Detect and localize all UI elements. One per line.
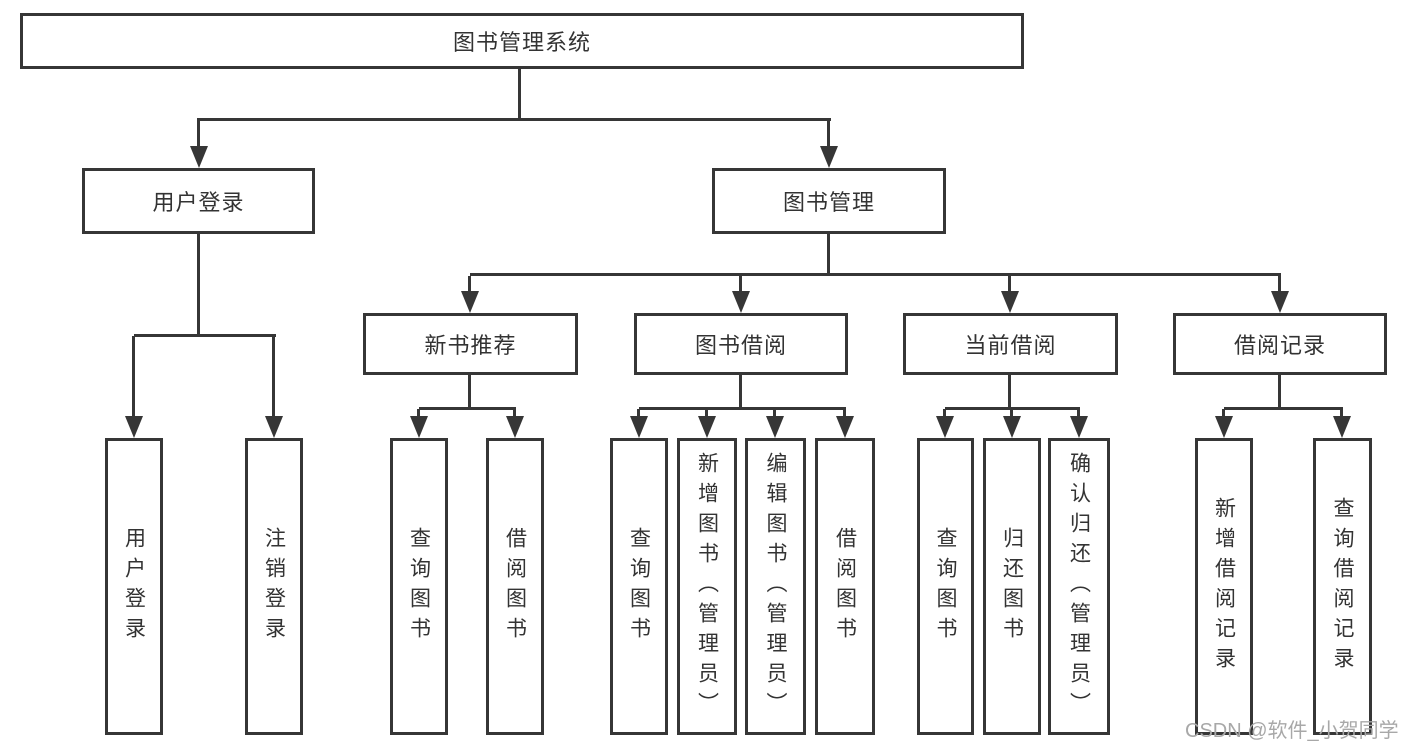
connector-line <box>134 334 276 337</box>
arrow-down-icon <box>698 416 716 438</box>
diagram-leaf-recommend-borrow-book: 借阅图书 <box>486 438 544 735</box>
diagram-leaf-query-borrow-record: 查询借阅记录 <box>1313 438 1372 735</box>
diagram-node-book-management: 图书管理 <box>712 168 946 234</box>
connector-line <box>272 336 275 416</box>
arrow-down-icon <box>461 291 479 313</box>
connector-line <box>197 234 200 336</box>
connector-line <box>1008 276 1011 292</box>
connector-line <box>739 375 742 409</box>
connector-line <box>417 409 420 418</box>
connector-line <box>1278 276 1281 292</box>
diagram-node-root: 图书管理系统 <box>20 13 1024 69</box>
arrow-down-icon <box>1215 416 1233 438</box>
diagram-node-new-book-recommend: 新书推荐 <box>363 313 578 375</box>
arrow-down-icon <box>265 416 283 438</box>
connector-line <box>197 118 831 121</box>
connector-line <box>1008 375 1011 409</box>
diagram-leaf-add-book-admin: 新增图书（管理员） <box>677 438 737 735</box>
connector-line <box>1077 409 1080 418</box>
arrow-down-icon <box>732 291 750 313</box>
diagram-leaf-add-borrow-record: 新增借阅记录 <box>1195 438 1253 735</box>
connector-line <box>513 409 516 418</box>
connector-line <box>518 69 521 121</box>
connector-line <box>1224 407 1343 410</box>
arrow-down-icon <box>190 146 208 168</box>
diagram-leaf-recommend-query-book: 查询图书 <box>390 438 448 735</box>
connector-line <box>827 234 830 275</box>
arrow-down-icon <box>766 416 784 438</box>
connector-line <box>1010 409 1013 418</box>
arrow-down-icon <box>630 416 648 438</box>
connector-line <box>197 118 200 148</box>
diagram-leaf-borrow-query-book: 查询图书 <box>610 438 668 735</box>
arrow-down-icon <box>1333 416 1351 438</box>
diagram-leaf-edit-book-admin: 编辑图书（管理员） <box>745 438 806 735</box>
connector-line <box>468 375 471 409</box>
connector-line <box>843 409 846 418</box>
connector-line <box>468 276 471 292</box>
arrow-down-icon <box>1271 291 1289 313</box>
diagram-node-current-borrow: 当前借阅 <box>903 313 1118 375</box>
diagram-leaf-borrow-book: 借阅图书 <box>815 438 875 735</box>
watermark: CSDN @软件_小贺同学 <box>1185 720 1399 742</box>
diagram-leaf-current-query-book: 查询图书 <box>917 438 974 735</box>
diagram-leaf-return-book: 归还图书 <box>983 438 1041 735</box>
arrow-down-icon <box>1001 291 1019 313</box>
connector-line <box>132 336 135 416</box>
diagram-node-book-borrow: 图书借阅 <box>634 313 848 375</box>
connector-line <box>739 276 742 292</box>
arrow-down-icon <box>125 416 143 438</box>
arrow-down-icon <box>1070 416 1088 438</box>
arrow-down-icon <box>410 416 428 438</box>
connector-line <box>637 409 640 418</box>
diagram-leaf-user-login: 用户登录 <box>105 438 163 735</box>
connector-line <box>773 409 776 418</box>
connector-line <box>945 407 1080 410</box>
arrow-down-icon <box>936 416 954 438</box>
connector-line <box>419 407 516 410</box>
arrow-down-icon <box>836 416 854 438</box>
connector-line <box>470 273 1281 276</box>
connector-line <box>639 407 846 410</box>
connector-line <box>1340 409 1343 418</box>
connector-line <box>1222 409 1225 418</box>
diagram-leaf-logout: 注销登录 <box>245 438 303 735</box>
connector-line <box>943 409 946 418</box>
arrow-down-icon <box>1003 416 1021 438</box>
diagram-node-borrow-records: 借阅记录 <box>1173 313 1387 375</box>
diagram-leaf-confirm-return-admin: 确认归还（管理员） <box>1048 438 1110 735</box>
arrow-down-icon <box>506 416 524 438</box>
diagram-node-user-login: 用户登录 <box>82 168 315 234</box>
arrow-down-icon <box>820 146 838 168</box>
connector-line <box>705 409 708 418</box>
connector-line <box>827 118 830 148</box>
connector-line <box>1278 375 1281 409</box>
